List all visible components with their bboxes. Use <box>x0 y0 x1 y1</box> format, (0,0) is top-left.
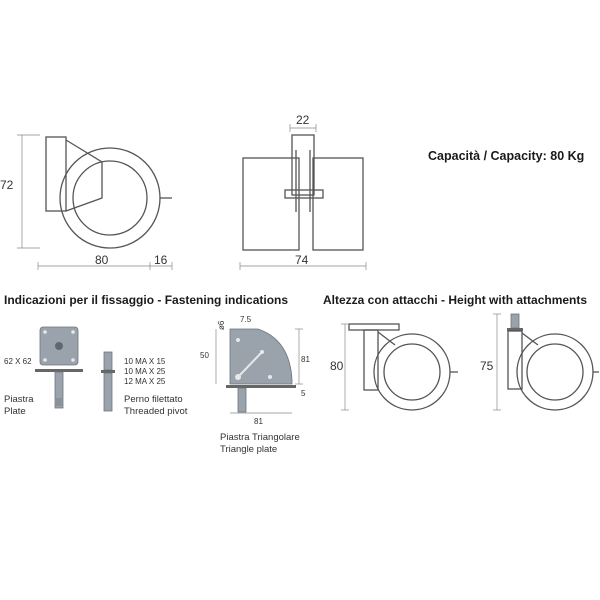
attachments-title: Altezza con attacchi - Height with attac… <box>323 293 587 307</box>
triangle-plate: ø6 7.5 50 81 5 81 Piastra Triangolare Tr… <box>200 315 310 455</box>
side-height-label: 72 <box>0 178 14 192</box>
front-stem-label: 22 <box>296 113 310 127</box>
triangle-label-it: Piastra Triangolare <box>220 432 300 443</box>
fastening-title: Indicazioni per il fissaggio - Fastening… <box>4 293 288 307</box>
pivot-height-label: 75 <box>480 359 494 373</box>
pivot-label-it: Perno filettato <box>124 394 183 405</box>
triangle-offset-label: 7.5 <box>240 315 252 324</box>
front-view-wheel: 22 74 <box>239 113 367 270</box>
pivot-label-en: Threaded pivot <box>124 406 188 417</box>
triangle-width-label: 81 <box>254 417 263 426</box>
wheel-with-pivot: 75 <box>480 313 599 411</box>
triangle-hole-label: ø6 <box>217 320 226 330</box>
pivot-thread-0: 10 MA X 15 <box>124 357 166 366</box>
pivot-thread-1: 10 MA X 25 <box>124 367 166 376</box>
plate-attachment: 62 X 62 Piastra Plate <box>4 326 83 417</box>
plate-size-label: 62 X 62 <box>4 357 32 366</box>
triangle-height-label: 81 <box>301 355 310 364</box>
side-width-label: 80 <box>95 253 109 267</box>
triangle-thickness-label: 5 <box>301 389 306 398</box>
side-offset-label: 16 <box>154 253 168 267</box>
wheel-with-plate: 80 <box>330 323 458 411</box>
plate-label-it: Piastra <box>4 394 34 405</box>
triangle-side-label: 50 <box>200 351 209 360</box>
plate-height-label: 80 <box>330 359 344 373</box>
front-width-label: 74 <box>295 253 309 267</box>
triangle-label-en: Triangle plate <box>220 444 277 455</box>
side-view-wheel: 72 80 16 <box>0 134 173 270</box>
plate-label-en: Plate <box>4 406 26 417</box>
pivot-thread-2: 12 MA X 25 <box>124 377 166 386</box>
capacity-label: Capacità / Capacity: 80 Kg <box>428 149 584 163</box>
threaded-pivot: 10 MA X 15 10 MA X 25 12 MA X 25 Perno f… <box>101 351 188 417</box>
